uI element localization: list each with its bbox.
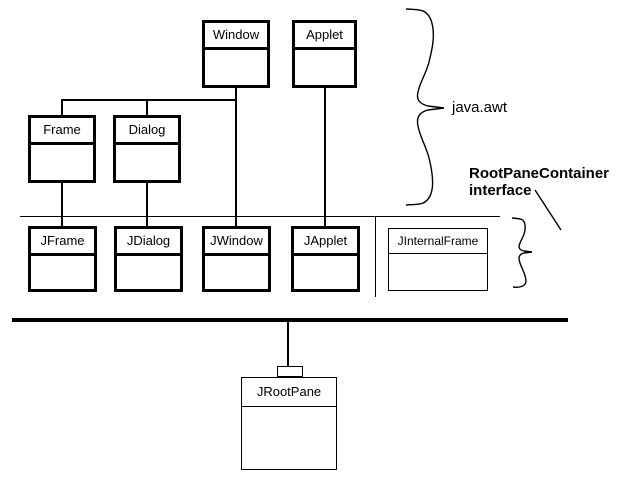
class-box-jdialog[interactable]: JDialog [114,226,183,292]
class-body-frame [31,145,93,180]
class-box-jwindow[interactable]: JWindow [202,226,271,292]
awt-bus-horizontal [61,99,236,101]
awt-swing-separator-rule [20,216,500,217]
class-box-applet[interactable]: Applet [292,20,357,88]
class-name-jrootpane: JRootPane [242,378,336,407]
class-box-jrootpane[interactable]: JRootPane [241,377,337,470]
class-name-jframe: JFrame [31,229,94,256]
class-body-jrootpane [242,407,336,469]
rootpane-separator-rule [12,318,568,322]
connector-dialog-to-jdialog [146,183,148,227]
class-body-japplet [294,256,357,289]
class-body-jdialog [117,256,180,289]
class-body-dialog [116,145,178,180]
connector-dialog-to-bus [146,99,148,116]
class-name-frame: Frame [31,118,93,145]
interface-pointer-line [534,189,562,231]
class-box-jframe[interactable]: JFrame [28,226,97,292]
class-box-dialog[interactable]: Dialog [113,115,181,183]
rootpanecontainer-brace [511,217,533,288]
class-box-jinternalframe[interactable]: JInternalFrame [388,228,488,291]
interface-label-line1: RootPaneContainer [469,165,610,182]
class-name-jdialog: JDialog [117,229,180,256]
connector-rule-to-jrootpane [287,320,289,367]
interface-label-rootpanecontainer: RootPaneContainer interface [469,165,609,199]
connector-frame-to-jframe [61,183,63,227]
package-label-java-awt: java.awt [452,99,508,116]
class-name-applet: Applet [295,23,354,50]
interface-label-line2: interface [469,182,532,199]
class-body-window [205,50,267,85]
class-body-jwindow [205,256,268,289]
class-body-applet [295,50,354,85]
class-box-window[interactable]: Window [202,20,270,88]
class-name-jwindow: JWindow [205,229,268,256]
class-box-frame[interactable]: Frame [28,115,96,183]
connector-frame-to-bus [61,99,63,116]
class-body-jframe [31,256,94,289]
java-awt-brace [405,8,445,206]
class-name-window: Window [205,23,267,50]
class-box-japplet[interactable]: JApplet [291,226,360,292]
class-name-jinternalframe: JInternalFrame [389,229,487,254]
composition-notch [277,366,303,377]
connector-applet-to-japplet [324,88,326,227]
class-body-jinternalframe [389,254,487,290]
connector-window-to-bus [235,88,237,100]
class-name-japplet: JApplet [294,229,357,256]
jinternalframe-divider [375,216,376,297]
class-name-dialog: Dialog [116,118,178,145]
connector-window-to-jwindow [235,99,237,227]
